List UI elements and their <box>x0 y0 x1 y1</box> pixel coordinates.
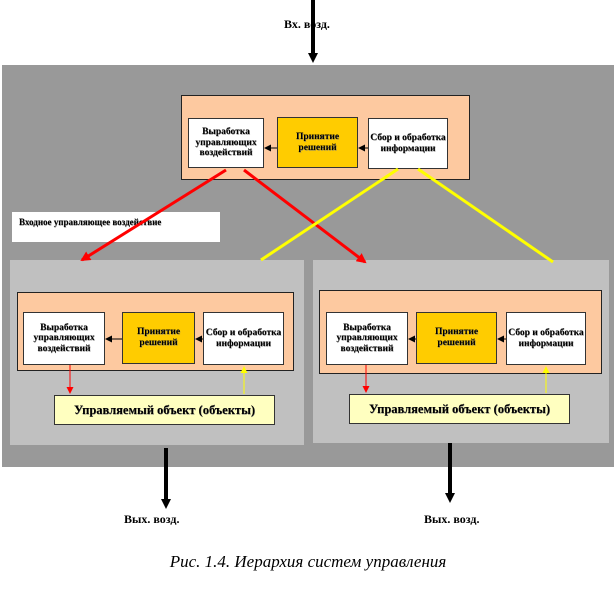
right-output-label: Вых. возд. <box>424 512 480 526</box>
right-control-actions-box: Выработка управляющих воздействий <box>326 312 408 365</box>
figure-caption: Рис. 1.4. Иерархия систем управления <box>169 552 447 571</box>
top-to-right-control-arrow <box>243 168 367 264</box>
input-action-label: Вх. возд. <box>284 17 330 31</box>
left-controlled-object: Управляемый объект (объекты) <box>54 395 275 425</box>
top-control-actions-box: Выработка управляющих воздействий <box>188 118 264 168</box>
left-info-processing-box: Сбор и обработка информации <box>203 312 284 365</box>
right-info-processing-box: Сбор и обработка информации <box>506 312 586 365</box>
right-to-top-info-line <box>417 167 554 264</box>
top-to-left-control-arrow <box>80 168 227 262</box>
left-control-actions-box: Выработка управляющих воздействий <box>23 312 105 365</box>
left-to-top-info-line <box>260 167 399 262</box>
right-decision-box: Принятие решений <box>416 312 497 364</box>
top-decision-box: Принятие решений <box>277 117 358 168</box>
left-output-label: Вых. возд. <box>124 512 180 526</box>
top-info-processing-box: Сбор и обработка информации <box>368 118 448 169</box>
left-decision-box: Принятие решений <box>122 312 195 364</box>
right-controlled-object: Управляемый объект (объекты) <box>349 394 570 424</box>
